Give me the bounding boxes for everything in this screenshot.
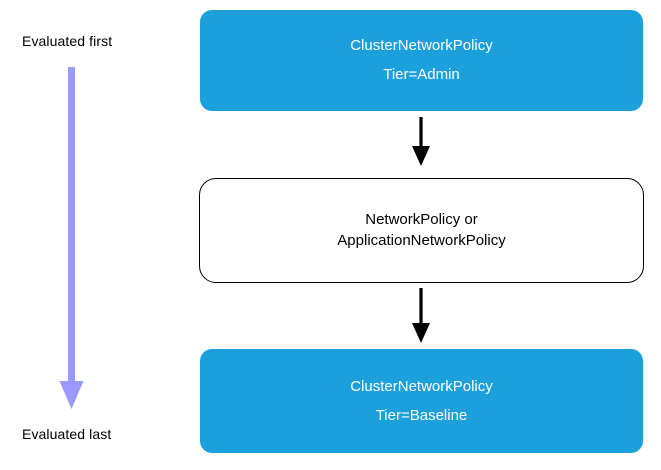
node-namespaced-line-2: ApplicationNetworkPolicy	[337, 232, 506, 249]
evaluated-last-label: Evaluated last	[22, 426, 112, 442]
node-admin-tier: Tier=Admin	[383, 66, 460, 83]
node-baseline-title: ClusterNetworkPolicy	[350, 377, 493, 395]
evaluation-order-arrow-icon	[49, 62, 94, 414]
node-admin-title: ClusterNetworkPolicy	[350, 37, 493, 54]
node-cluster-network-policy-admin[interactable]: ClusterNetworkPolicy Tier=Admin	[200, 10, 643, 111]
node-namespaced-line-1: NetworkPolicy or	[365, 211, 478, 228]
connector-namespaced-to-baseline-arrow-icon	[404, 285, 438, 345]
node-baseline-tier: Tier=Baseline	[375, 406, 468, 424]
evaluated-first-label: Evaluated first	[22, 33, 113, 49]
node-cluster-network-policy-baseline[interactable]: ClusterNetworkPolicy Tier=Baseline	[200, 349, 643, 453]
node-network-policy-or-application-network-policy[interactable]: NetworkPolicy or ApplicationNetworkPolic…	[199, 178, 644, 283]
connector-admin-to-namespaced-arrow-icon	[404, 114, 438, 168]
